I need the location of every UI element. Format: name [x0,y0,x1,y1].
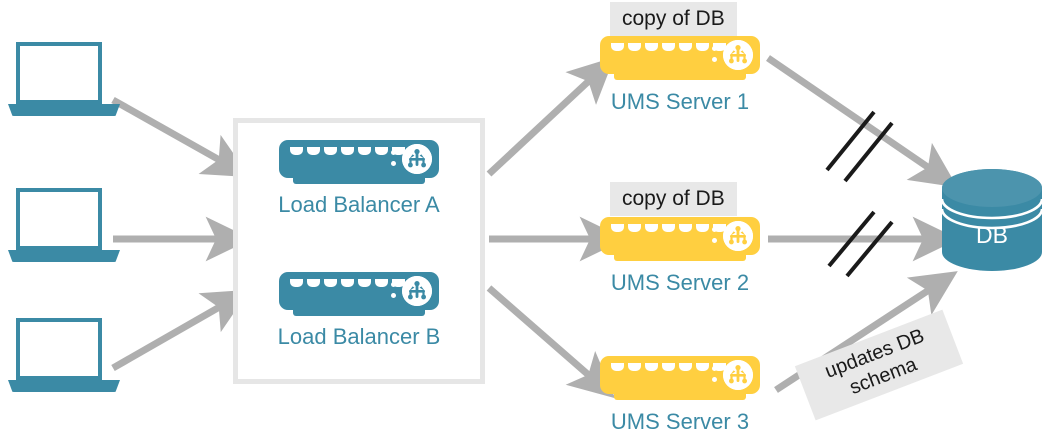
laptop-base-icon [8,380,120,392]
device-foot [614,392,746,400]
device-foot [293,308,425,316]
load-balancer-b-icon[interactable] [279,272,439,318]
ums-server-3-label: UMS Server 3 [610,409,750,434]
break-mark-ums2-a [827,210,876,268]
device-ports-icon [611,43,726,51]
break-mark-ums2-b [845,220,894,278]
arrow-lb-to-ums3 [486,285,616,399]
client-laptop-3[interactable] [8,318,120,410]
ums-server-3-icon[interactable] [600,356,760,402]
database-node[interactable]: DB [940,168,1044,272]
arrow-client1-to-lb [111,96,250,178]
device-status-dots-icon [712,46,717,68]
database-cylinder-icon [940,169,1044,271]
device-foot [614,253,746,261]
network-switch-icon [723,40,753,70]
load-balancer-a-icon[interactable] [279,140,439,186]
device-foot [293,176,425,184]
laptop-base-icon [8,250,120,262]
laptop-screen-icon [16,318,102,380]
ums-server-1-icon[interactable] [600,36,760,82]
load-balancer-group-box [233,118,485,384]
arrow-ums1-to-db [766,55,958,188]
ums-server-2-icon[interactable] [600,217,760,263]
ums-server-2-label: UMS Server 2 [610,270,750,295]
device-ports-icon [290,147,405,155]
client-laptop-2[interactable] [8,188,120,280]
arrow-lb-to-ums1 [486,57,615,177]
device-foot [614,72,746,80]
laptop-base-icon [8,104,120,116]
device-status-dots-icon [391,150,396,172]
break-mark-ums1-a [825,110,876,172]
network-switch-icon [723,360,753,390]
arrow-client3-to-lb [111,289,250,372]
ums-server-1-tag: copy of DB [610,2,737,36]
break-mark-ums1-b [843,121,894,183]
laptop-screen-icon [16,188,102,250]
device-ports-icon [611,363,726,371]
device-status-dots-icon [712,227,717,249]
ums-server-2-tag: copy of DB [610,182,737,216]
network-switch-icon [402,144,432,174]
ums-server-1-label: UMS Server 1 [610,89,750,114]
load-balancer-b-label: Load Balancer B [277,324,441,349]
device-status-dots-icon [391,282,396,304]
laptop-screen-icon [16,42,102,104]
device-ports-icon [290,279,405,287]
database-label: DB [976,222,1008,248]
device-ports-icon [611,224,726,232]
break-marks [825,110,894,278]
network-switch-icon [723,221,753,251]
network-switch-icon [402,276,432,306]
client-laptop-1[interactable] [8,42,120,134]
load-balancer-a-label: Load Balancer A [278,192,440,217]
device-status-dots-icon [712,366,717,388]
